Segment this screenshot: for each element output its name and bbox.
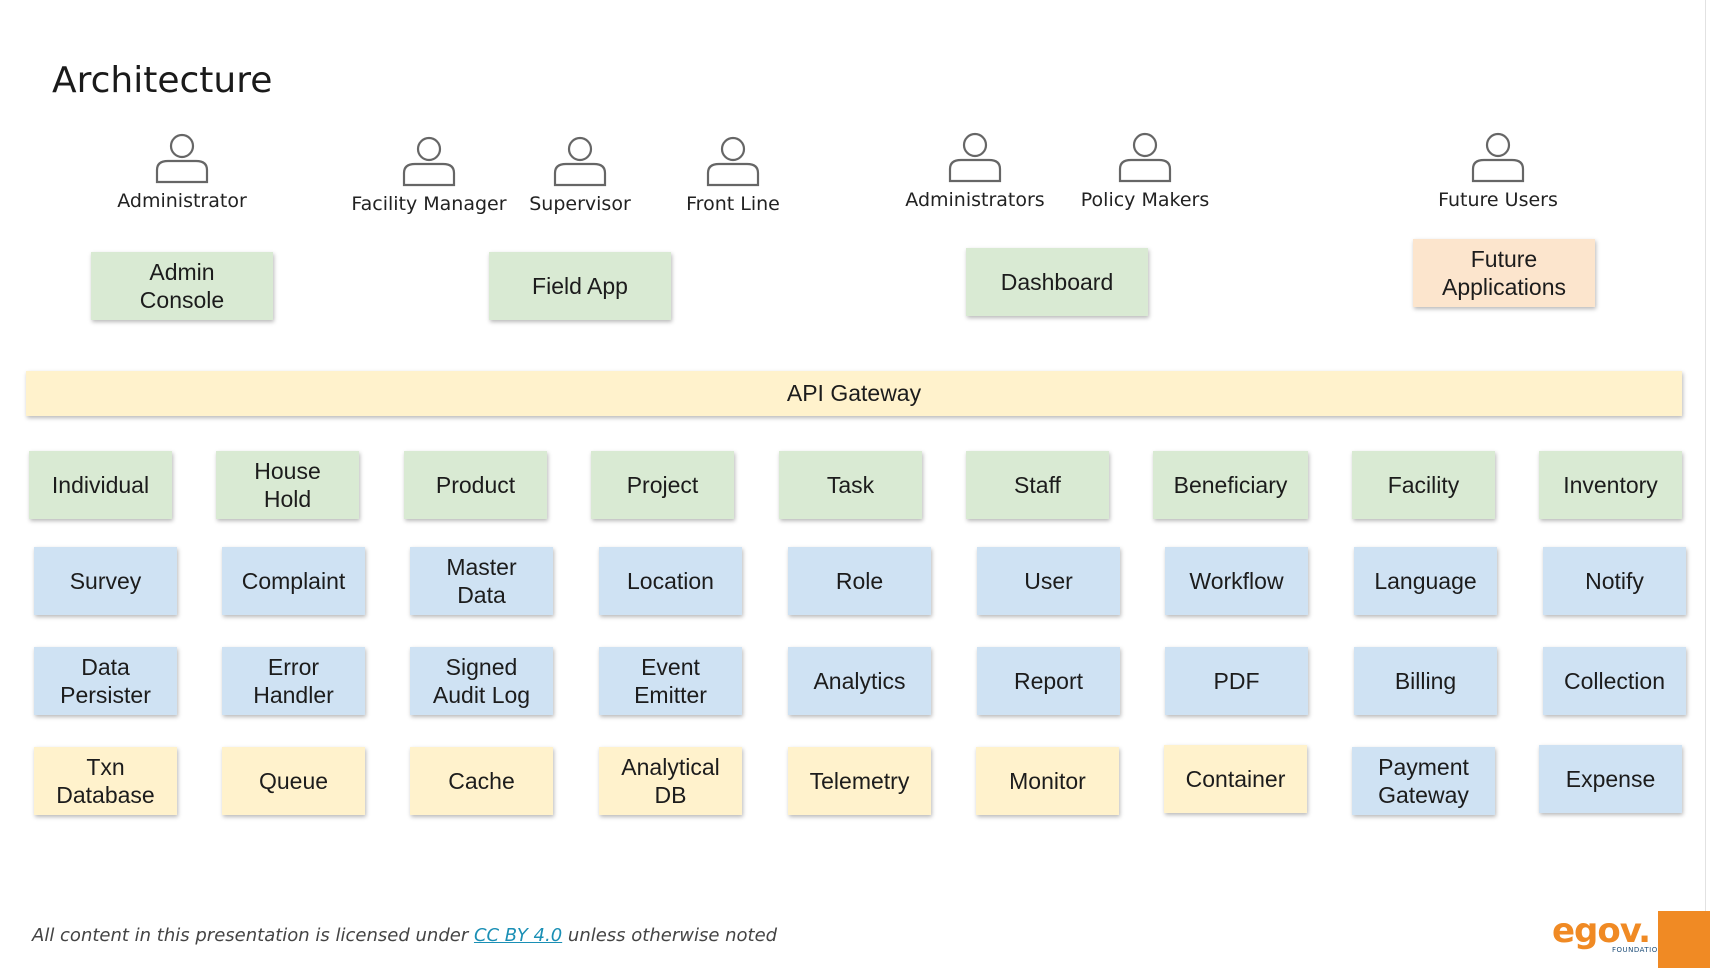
service-house-hold: House Hold — [216, 451, 359, 519]
person-icon — [155, 133, 209, 184]
service-analytics: Analytics — [788, 647, 931, 715]
platform-payment-gateway: Payment Gateway — [1352, 747, 1495, 815]
platform-telemetry: Telemetry — [788, 747, 931, 815]
service-user: User — [977, 547, 1120, 615]
service-project: Project — [591, 451, 734, 519]
platform-expense: Expense — [1539, 745, 1682, 813]
user-label: Front Line — [686, 193, 780, 215]
service-staff: Staff — [966, 451, 1109, 519]
logo-subtitle: FOUNDATION — [1612, 946, 1664, 954]
service-notify: Notify — [1543, 547, 1686, 615]
user-administrators: Administrators — [885, 131, 1065, 211]
service-error-handler: Error Handler — [222, 647, 365, 715]
service-event-emitter: Event Emitter — [599, 647, 742, 715]
service-beneficiary: Beneficiary — [1153, 451, 1308, 519]
platform-cache: Cache — [410, 747, 553, 815]
service-workflow: Workflow — [1165, 547, 1308, 615]
user-label: Administrator — [117, 190, 247, 212]
person-icon — [948, 132, 1002, 183]
service-data-persister: Data Persister — [34, 647, 177, 715]
person-icon — [1471, 132, 1525, 183]
platform-container: Container — [1164, 745, 1307, 813]
platform-monitor: Monitor — [976, 747, 1119, 815]
user-supervisor: Supervisor — [490, 135, 670, 215]
license-text: All content in this presentation is lice… — [32, 925, 474, 946]
app-future-applications: Future Applications — [1413, 239, 1595, 307]
service-location: Location — [599, 547, 742, 615]
user-front-line: Front Line — [643, 135, 823, 215]
person-icon — [1118, 132, 1172, 183]
user-label: Supervisor — [529, 193, 631, 215]
user-label: Facility Manager — [351, 193, 507, 215]
person-icon — [402, 136, 456, 187]
slide-edge — [1705, 0, 1706, 968]
service-task: Task — [779, 451, 922, 519]
license-footer: All content in this presentation is lice… — [32, 925, 777, 946]
corner-accent — [1658, 911, 1710, 968]
service-survey: Survey — [34, 547, 177, 615]
user-facility-manager: Facility Manager — [339, 135, 519, 215]
license-text-suffix: unless otherwise noted — [562, 925, 778, 946]
app-admin-console: Admin Console — [91, 252, 273, 320]
user-label: Administrators — [905, 189, 1045, 211]
service-billing: Billing — [1354, 647, 1497, 715]
service-signed-audit-log: Signed Audit Log — [410, 647, 553, 715]
app-field-app: Field App — [489, 252, 671, 320]
platform-queue: Queue — [222, 747, 365, 815]
person-icon — [706, 136, 760, 187]
platform-txn-database: Txn Database — [34, 747, 177, 815]
service-inventory: Inventory — [1539, 451, 1682, 519]
platform-analytical-db: Analytical DB — [599, 747, 742, 815]
egov-logo: egov. FOUNDATION — [1552, 911, 1663, 954]
service-pdf: PDF — [1165, 647, 1308, 715]
service-complaint: Complaint — [222, 547, 365, 615]
user-label: Future Users — [1438, 189, 1558, 211]
user-label: Policy Makers — [1080, 189, 1210, 211]
user-administrator: Administrator — [92, 132, 272, 212]
user-policy-makers: Policy Makers — [1055, 131, 1235, 211]
person-icon — [553, 136, 607, 187]
service-collection: Collection — [1543, 647, 1686, 715]
service-master-data: Master Data — [410, 547, 553, 615]
license-link[interactable]: CC BY 4.0 — [473, 925, 563, 946]
service-language: Language — [1354, 547, 1497, 615]
app-dashboard: Dashboard — [966, 248, 1148, 316]
service-facility: Facility — [1352, 451, 1495, 519]
api-gateway: API Gateway — [26, 371, 1682, 416]
service-product: Product — [404, 451, 547, 519]
service-role: Role — [788, 547, 931, 615]
page-title: Architecture — [52, 60, 273, 101]
user-future-users: Future Users — [1408, 131, 1588, 211]
service-report: Report — [977, 647, 1120, 715]
logo-wordmark: egov. — [1552, 911, 1651, 951]
service-individual: Individual — [29, 451, 172, 519]
